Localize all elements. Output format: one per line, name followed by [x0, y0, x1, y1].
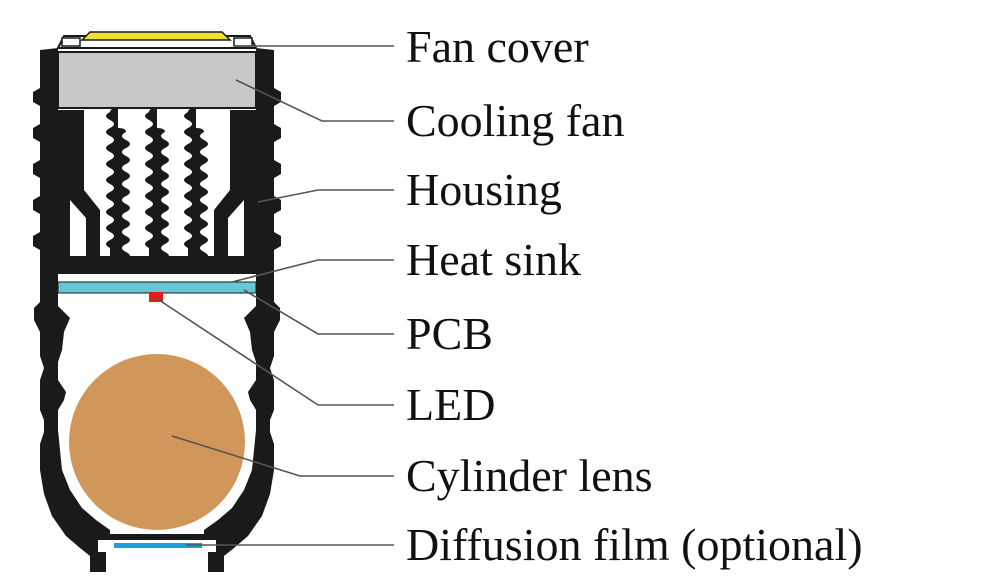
led — [149, 292, 163, 302]
diffusion-film — [114, 543, 202, 548]
leader-line-heat-sink — [231, 259, 394, 283]
cooling-fan — [57, 51, 257, 109]
label-cooling-fan: Cooling fan — [406, 95, 625, 146]
leader-line-housing — [257, 189, 394, 203]
cylinder-lens — [69, 354, 245, 530]
heat-sink-fins — [106, 108, 208, 262]
label-heat-sink: Heat sink — [406, 234, 582, 285]
leader-line-cooling-fan — [235, 79, 394, 122]
label-led: LED — [406, 379, 496, 430]
label-cylinder-lens: Cylinder lens — [406, 450, 653, 501]
leader-line-pcb — [243, 289, 394, 335]
fan-cover — [56, 31, 258, 49]
leader-line-led — [155, 297, 394, 406]
pcb — [57, 281, 257, 294]
housing — [33, 48, 281, 572]
label-fan-cover: Fan cover — [406, 21, 589, 72]
leader-line-cylinder-lens — [171, 435, 394, 477]
label-pcb: PCB — [406, 308, 493, 359]
leader-lines — [155, 45, 394, 546]
label-housing: Housing — [406, 164, 562, 215]
label-diffusion-film: Diffusion film (optional) — [406, 519, 863, 570]
